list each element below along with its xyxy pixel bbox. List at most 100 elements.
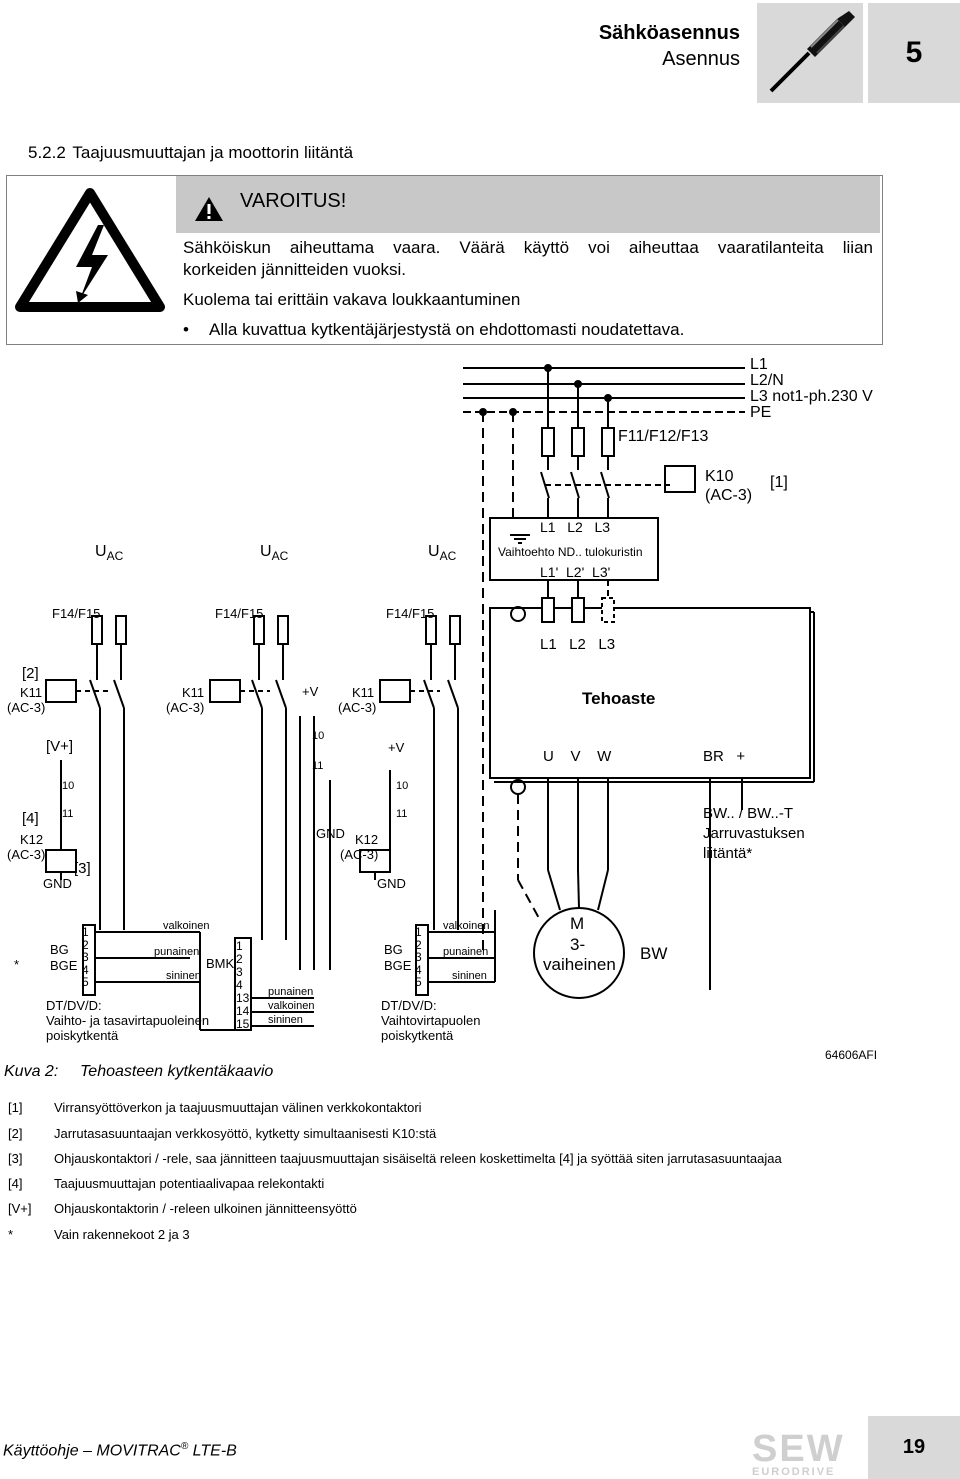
mains-l2-label: L2/N — [750, 372, 784, 389]
fuse-ctrl-2-label: F14/F15 — [215, 606, 264, 621]
bw-text-1: BW.. / BW..-T — [703, 805, 793, 822]
ref1-label: [1] — [770, 474, 788, 491]
drive-name: Tehoaste — [582, 689, 656, 708]
gnd-3-label: GND — [377, 876, 406, 891]
wire-white-3: valkoinen — [443, 920, 490, 932]
fuse-ctrl-1-label: F14/F15 — [52, 606, 101, 621]
header-title: Sähköasennus — [598, 22, 740, 44]
pin11-c: 11 — [396, 808, 408, 820]
switch1-line2: Vaihto- ja tasavirtapuoleinen — [46, 1013, 210, 1028]
motor-type-label: vaiheinen — [543, 955, 616, 974]
motor-m-label: M — [570, 914, 585, 933]
bmk-label: BMK — [206, 956, 235, 971]
wire-blue-2: sininen — [268, 1014, 303, 1026]
ref2-label: [2] — [22, 665, 39, 682]
wire-red-1: punainen — [154, 946, 200, 958]
warning-header — [176, 176, 880, 233]
screwdriver-icon — [769, 11, 855, 93]
wire-blue-1: sininen — [166, 970, 201, 982]
switch2-line2: Vaihtovirtapuolen — [381, 1013, 481, 1028]
switch1-line3: poiskytkentä — [46, 1028, 119, 1043]
wire-white-2: valkoinen — [268, 1000, 315, 1012]
choke-output-label: L1' L2' L3' — [540, 564, 611, 580]
gnd-2-label: GND — [316, 826, 345, 841]
uac-1-label: UAC — [95, 543, 124, 564]
wire-red-3: punainen — [443, 946, 489, 958]
motor-phase-label: 3- — [570, 935, 586, 954]
legend-item: [4]Taajuusmuuttajan potentiaalivapaa rel… — [8, 1176, 325, 1191]
star-note-marker: * — [14, 957, 20, 972]
bg-1-label: BG — [50, 942, 69, 957]
warning-bullet: •Alla kuvattua kytkentäjärjestystä on eh… — [183, 320, 685, 339]
k12-2-ac3-label: (AC-3) — [340, 847, 379, 862]
bw-text-2: Jarruvastuksen — [703, 825, 805, 842]
k11-3-ac3-label: (AC-3) — [338, 700, 377, 715]
pin10-a: 10 — [312, 730, 325, 742]
switch1-line1: DT/DV/D: — [46, 998, 102, 1013]
mains-pe-label: PE — [750, 404, 772, 421]
bg1-terminals: 1 2 3 4 5 — [82, 925, 89, 989]
drive-output-label: U V W — [543, 748, 612, 765]
footer-manual-title: Käyttöohje – MOVITRAC® LTE-B — [3, 1441, 237, 1460]
sew-eurodrive-logo: SEW EURODRIVE — [752, 1430, 860, 1479]
legend-item: [V+]Ohjauskontaktorin / -releen ulkoinen… — [8, 1201, 357, 1216]
warning-line-3: Kuolema tai erittäin vakava loukkaantumi… — [183, 290, 521, 309]
legend-item: [2]Jarrutasasuuntaajan verkkosyöttö, kyt… — [8, 1126, 437, 1141]
legend-item: *Vain rakennekoot 2 ja 3 — [8, 1227, 190, 1242]
fuse-main-label: F11/F12/F13 — [618, 428, 709, 445]
bg-2-label: BG — [384, 942, 403, 957]
wire-blue-3: sininen — [452, 970, 487, 982]
section-number: 5.2.2 — [28, 143, 66, 162]
bw-text-3: liitäntä* — [703, 845, 753, 862]
high-voltage-icon — [15, 188, 165, 312]
bullet-icon: • — [183, 320, 189, 339]
vplus-2-label: +V — [388, 740, 405, 755]
choke-option-label: Vaihtoehto ND.. tulokuristin — [498, 545, 643, 559]
wiring-diagram — [45, 364, 815, 1031]
bg2-terminals: 1 2 3 4 5 — [415, 925, 422, 989]
section-title: Taajuusmuuttajan ja moottorin liitäntä — [72, 143, 354, 162]
k11-2-ac3-label: (AC-3) — [166, 700, 205, 715]
k11-1-label: K11 — [20, 685, 43, 700]
pin11-a: 11 — [312, 760, 324, 772]
warning-icon-cell — [6, 175, 175, 343]
k11-2-label: K11 — [182, 685, 205, 700]
k10-label: K10 — [705, 468, 734, 485]
switch2-line1: DT/DV/D: — [381, 998, 437, 1013]
k11-3-label: K11 — [352, 685, 375, 700]
bge-2-label: BGE — [384, 958, 412, 973]
uac-3-label: UAC — [428, 543, 457, 564]
wire-white-1: valkoinen — [163, 920, 210, 932]
pin10-b: 10 — [62, 780, 75, 792]
warning-box — [6, 175, 883, 345]
bge-1-label: BGE — [50, 958, 78, 973]
warning-triangle-icon — [195, 197, 223, 221]
vplus-ref-label: [V+] — [46, 738, 74, 755]
chapter-number: 5 — [868, 3, 960, 103]
ref4-label: [4] — [22, 810, 39, 827]
ref3-label: [3] — [74, 860, 91, 877]
legend-item: [1]Virransyöttöverkon ja taajuusmuuttaja… — [8, 1100, 422, 1115]
figure-label: Kuva 2: — [4, 1063, 59, 1080]
pin10-c: 10 — [396, 780, 409, 792]
pin11-b: 11 — [62, 808, 74, 820]
k12-1-label: K12 — [20, 832, 44, 847]
header-icon-box — [757, 3, 863, 103]
warning-line-1: Sähköiskun aiheuttama vaara. Väärä käytt… — [183, 238, 873, 257]
gnd-1-label: GND — [43, 876, 72, 891]
legend-item: [3]Ohjauskontaktori / -rele, saa jännitt… — [8, 1151, 782, 1166]
k12-1-ac3-label: (AC-3) — [7, 847, 46, 862]
figure-code: 64606AFI — [825, 1048, 878, 1062]
uac-2-label: UAC — [260, 543, 289, 564]
k10-ac3-label: (AC-3) — [705, 487, 753, 504]
k12-2-label: K12 — [355, 832, 379, 847]
page-number: 19 — [868, 1416, 960, 1479]
warning-title: VAROITUS! — [240, 190, 347, 212]
brake-terminal-label: BR + — [703, 748, 746, 765]
warning-line-2: korkeiden jännitteiden vuoksi. — [183, 260, 407, 279]
switch2-line3: poiskytkentä — [381, 1028, 454, 1043]
drive-input-label: L1 L2 L3 — [540, 636, 616, 653]
header-subtitle: Asennus — [662, 48, 740, 70]
mains-l3-label: L3 not1-ph.230 V — [750, 388, 873, 405]
vplus-label: +V — [302, 684, 319, 699]
